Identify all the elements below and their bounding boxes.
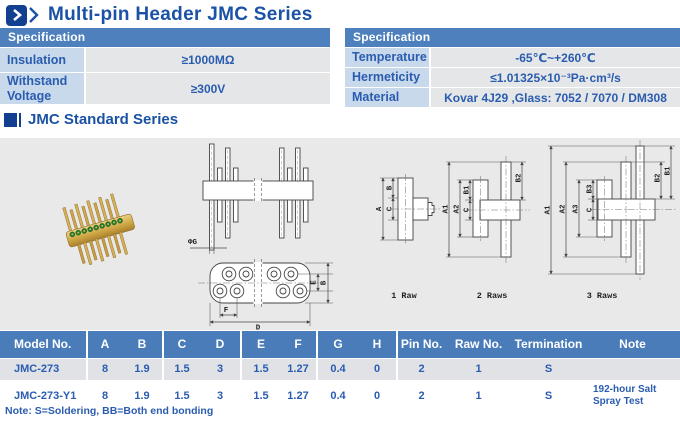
table-footnote: Note: S=Soldering, BB=Both end bonding <box>5 405 214 417</box>
spec-table-right: Specification Temperature -65℃~+260℃ Her… <box>345 28 680 107</box>
spec-label: Temperature <box>345 48 429 67</box>
cell-a: 8 <box>101 363 109 375</box>
cell-pin: 2 <box>418 389 425 402</box>
spec-label: Insulation <box>0 48 84 72</box>
page-title: Multi-pin Header JMC Series <box>48 4 313 25</box>
dim-label-a: A <box>376 206 384 211</box>
dim-label-b2: B2 <box>515 173 523 183</box>
spec-row: Withstand Voltage ≥300V <box>0 73 330 104</box>
spec-label: Hermeticity <box>345 68 429 87</box>
dim-label-d: D <box>256 325 261 331</box>
cell-note <box>585 359 680 380</box>
dim-label-b1: B1 <box>463 185 471 195</box>
spec-value: ≤1.01325×10⁻³Pa·cm³/s <box>431 68 680 87</box>
spec-value: ≥1000MΩ <box>86 48 330 72</box>
dim-label-a1: A1 <box>544 205 552 215</box>
dim-label-c: C <box>586 207 594 212</box>
col-header-e: E <box>256 337 265 351</box>
cell-b: 1.9 <box>122 386 164 405</box>
dim-label-b3: B3 <box>586 184 594 194</box>
cell-model: JMC-273 <box>0 359 88 380</box>
dim-label-a2: A2 <box>453 204 461 214</box>
section-title: JMC Standard Series <box>28 111 179 128</box>
table-row: JMC-273 8 1.9 1.5 3 1.5 1.27 0.4 0 2 1 S <box>0 359 680 380</box>
dim-label-a2: A2 <box>559 204 567 214</box>
connector-product-photo <box>62 193 135 265</box>
table-row: JMC-273-Y1 8 1.9 1.5 3 1.5 1.27 0.4 0 2 … <box>0 381 680 410</box>
spec-row: Hermeticity ≤1.01325×10⁻³Pa·cm³/s <box>345 68 680 87</box>
cell-h: 0 <box>358 359 398 380</box>
col-header-raw: Raw No. <box>454 337 503 351</box>
spec-left-title: Specification <box>0 28 330 47</box>
cell-c: 1.5 <box>174 363 190 375</box>
col-header-d: D <box>200 331 242 358</box>
row-profile-drawings: A B C 1 Raw A1 A2 B1 C B2 2 Raws <box>376 140 676 301</box>
drawing-panel: ΦG F D <box>0 138 680 330</box>
cell-termination: S <box>544 389 553 402</box>
col-header-a: A <box>100 337 110 351</box>
cell-e: 1.5 <box>253 363 269 375</box>
spec-value: -65℃~+260℃ <box>431 48 680 67</box>
cell-g: 0.4 <box>330 389 346 402</box>
dim-label-b: B <box>320 280 328 285</box>
dim-label-a3: A3 <box>572 204 580 214</box>
spec-label: Material <box>345 88 429 107</box>
dim-label-e: E <box>310 280 318 285</box>
cell-raw: 1 <box>475 389 482 402</box>
table-header-row: Model No. A B C D E F G H Pin No. Raw No… <box>0 331 680 358</box>
dimension-drawing-views: ΦG F D <box>188 143 333 331</box>
spec-table-left: Specification Insulation ≥1000MΩ Withsta… <box>0 28 330 104</box>
dim-label-b: B <box>386 185 394 190</box>
section-marker-icon <box>4 112 17 127</box>
section-heading: JMC Standard Series <box>4 111 178 128</box>
cell-c: 1.5 <box>174 389 190 402</box>
spec-value: Kovar 4J29 ,Glass: 7052 / 7070 / DM308 <box>431 88 680 107</box>
col-header-b: B <box>122 331 164 358</box>
col-header-c: C <box>177 337 187 351</box>
spec-label: Withstand Voltage <box>0 73 84 104</box>
col-header-pin: Pin No. <box>400 337 443 351</box>
dim-label-b2: B2 <box>654 173 662 183</box>
dim-label-a1: A1 <box>442 204 450 214</box>
cell-e: 1.5 <box>253 389 269 402</box>
section-marker-bar-icon <box>19 112 21 127</box>
caption-2-raws: 2 Raws <box>477 291 508 301</box>
spec-row: Temperature -65℃~+260℃ <box>345 48 680 67</box>
col-header-model: Model No. <box>0 331 88 358</box>
spec-row: Insulation ≥1000MΩ <box>0 48 330 72</box>
chevron-badge-icon <box>6 4 27 26</box>
cell-raw: 1 <box>475 363 482 375</box>
dim-label-f: F <box>224 307 229 315</box>
col-header-g: G <box>333 337 343 351</box>
dim-label-b1: B1 <box>664 166 672 176</box>
spec-right-title: Specification <box>345 28 680 47</box>
cell-termination: S <box>544 363 553 375</box>
col-header-f: F <box>280 331 318 358</box>
spec-value: ≥300V <box>86 73 330 104</box>
cell-h: 0 <box>358 386 398 405</box>
cell-f: 1.27 <box>280 359 318 380</box>
col-header-h: H <box>358 331 398 358</box>
col-header-termination: Termination <box>514 337 583 351</box>
cell-g: 0.4 <box>330 363 346 375</box>
cell-b: 1.9 <box>122 359 164 380</box>
caption-1-raw: 1 Raw <box>391 291 417 301</box>
dim-label-c: C <box>463 207 471 212</box>
page-header: Multi-pin Header JMC Series <box>6 4 313 26</box>
caption-3-raws: 3 Raws <box>587 291 618 301</box>
cell-f: 1.27 <box>280 386 318 405</box>
cell-d: 3 <box>200 359 242 380</box>
spec-row: Material Kovar 4J29 ,Glass: 7052 / 7070 … <box>345 88 680 107</box>
cell-pin: 2 <box>418 363 425 375</box>
cell-model: JMC-273-Y1 <box>0 386 88 405</box>
model-data-table: Model No. A B C D E F G H Pin No. Raw No… <box>0 331 680 410</box>
col-header-note: Note <box>619 337 646 351</box>
dim-label-phi-g: ΦG <box>188 239 198 247</box>
cell-d: 3 <box>200 386 242 405</box>
dim-label-c: C <box>386 206 394 211</box>
cell-note: 192-hour Salt Spray Test <box>593 384 657 407</box>
cell-a: 8 <box>101 389 109 402</box>
double-chevron-icon <box>28 6 41 24</box>
